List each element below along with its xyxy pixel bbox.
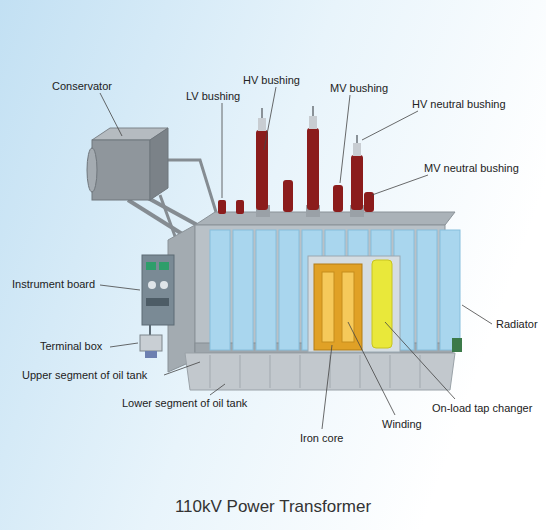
part-label: Conservator: [52, 80, 112, 93]
part-label: On-load tap changer: [432, 402, 532, 415]
conservator: [87, 128, 168, 200]
part-label: Winding: [382, 418, 422, 431]
part-label: LV bushing: [186, 90, 240, 103]
iron-core: [314, 264, 362, 350]
leader-line: [100, 87, 492, 429]
caption: 110kV Power Transformer: [175, 497, 371, 517]
instrument-board: [142, 255, 174, 335]
oil-tank: [168, 212, 455, 390]
part-label: HV neutral bushing: [412, 98, 506, 111]
bushing: [218, 106, 374, 217]
winding: [322, 272, 334, 342]
cutaway: [308, 256, 400, 352]
device: [452, 338, 462, 352]
part-label: Terminal box: [40, 340, 102, 353]
part-label: Upper segment of oil tank: [22, 369, 147, 382]
part-label: Instrument board: [12, 278, 95, 291]
radiator: [210, 230, 460, 350]
terminal-box: [140, 335, 162, 358]
part-label: MV neutral bushing: [424, 162, 519, 175]
part-label: Iron core: [300, 432, 343, 445]
part-label: MV bushing: [330, 82, 388, 95]
part-label: HV bushing: [243, 74, 300, 87]
tap-changer: [372, 260, 392, 348]
part-label: Radiator: [496, 318, 538, 331]
part-label: Lower segment of oil tank: [122, 397, 247, 410]
